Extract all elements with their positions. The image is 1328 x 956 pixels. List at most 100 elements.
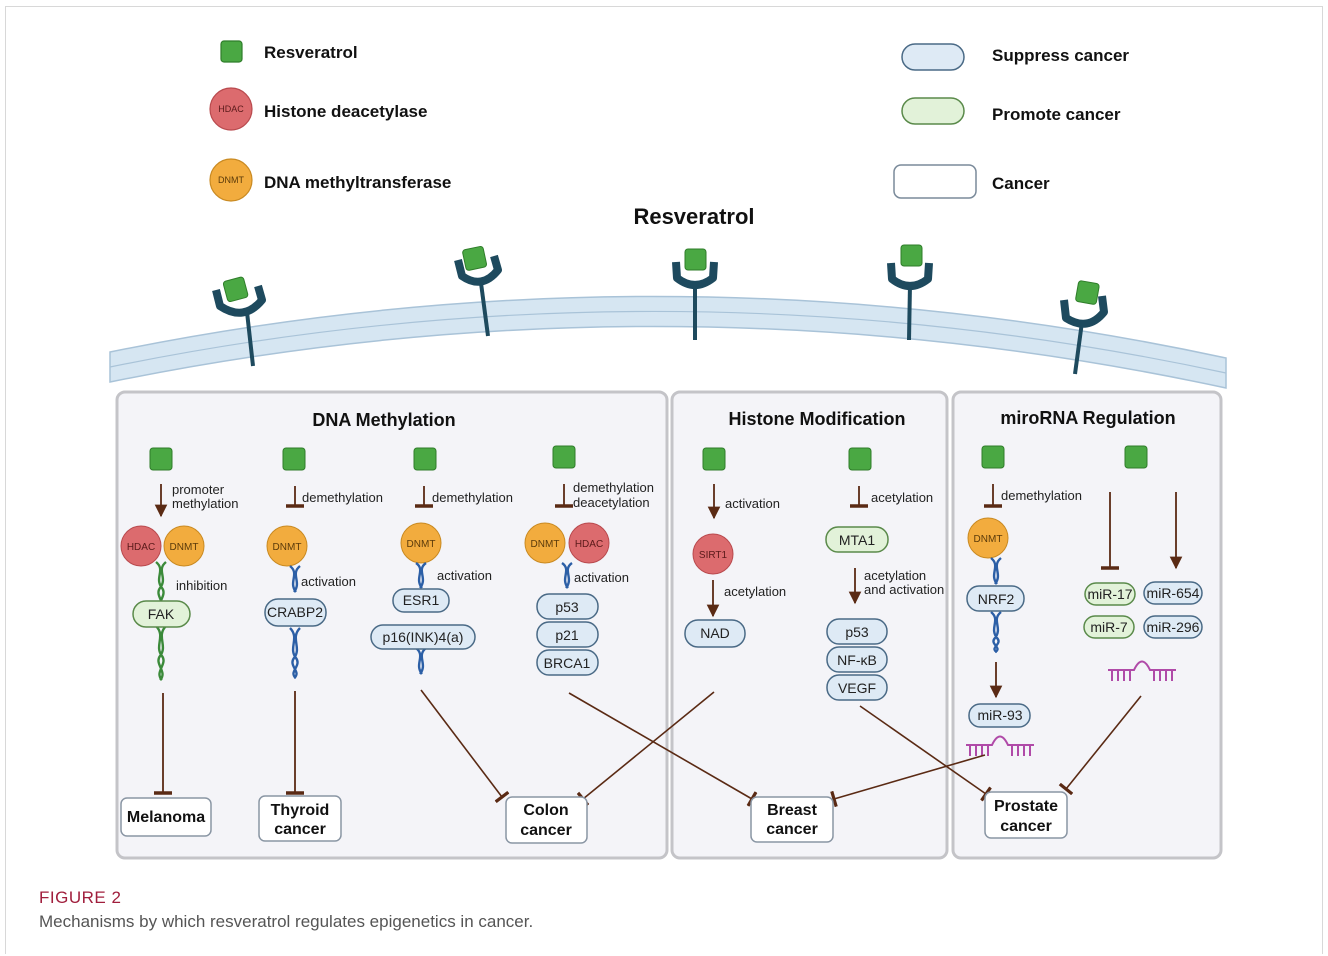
legend-suppress-swatch <box>901 43 965 71</box>
dna-strand <box>990 557 1002 585</box>
cancer-melanoma-label: Melanoma <box>127 809 205 826</box>
label-acetylation-activation: acetylation <box>864 568 926 583</box>
rna-hairpin-icon <box>966 735 1034 756</box>
resveratrol-on-receptor-2 <box>462 245 487 271</box>
resveratrol-icon <box>702 447 726 471</box>
legend-resveratrol-label: Resveratrol <box>264 43 358 62</box>
dnmt-symbol: DNMT <box>407 539 436 550</box>
dna-strand <box>561 562 573 589</box>
legend-promote-label: Promote cancer <box>992 105 1121 124</box>
figure-frame <box>5 6 1323 954</box>
cancer-melanoma <box>120 797 212 837</box>
receptor-1 <box>212 276 266 367</box>
dnmt-symbol: DNMT <box>531 539 560 550</box>
dna-strand <box>415 562 427 589</box>
panel-title-mirna-regulation: miroRNA Regulation <box>1000 408 1175 428</box>
pathway-mir-cluster: miR-17 miR-654 miR-7 miR-296 <box>1083 445 1203 681</box>
gene-esr1 <box>392 588 450 613</box>
pathway-sirt1-nad: activation SIRT1 acetylation NAD <box>684 447 786 648</box>
legend-dnmt-label: DNA methyltransferase <box>264 173 451 192</box>
dna-strand <box>289 565 301 593</box>
gene-mir654 <box>1143 581 1203 605</box>
gene-p53 <box>826 618 888 645</box>
cancer-breast-line1: Breast <box>767 802 817 819</box>
cancer-thyroid-line2: cancer <box>274 821 326 838</box>
dna-strand <box>155 625 167 681</box>
panel-title-histone-modification: Histone Modification <box>729 409 906 429</box>
resveratrol-icon <box>413 447 437 471</box>
cancer-colon-line2: cancer <box>520 822 572 839</box>
sirt1-icon <box>692 533 734 575</box>
cell-membrane <box>109 295 1227 389</box>
hdac-icon <box>568 522 610 564</box>
label-demethylation: demethylation <box>1001 488 1082 503</box>
cancer-thyroid-line1: Thyroid <box>271 802 330 819</box>
legend-suppress-label: Suppress cancer <box>992 46 1129 65</box>
gene-mir93 <box>968 703 1031 728</box>
dnmt-icon <box>524 522 566 564</box>
sirt1-symbol: SIRT1 <box>699 550 728 561</box>
label-demethylation: demethylation <box>432 490 513 505</box>
figure-label: FIGURE 2 <box>39 888 122 907</box>
rna-hairpin-icon <box>1108 660 1176 681</box>
gene-nrf2-label: NRF2 <box>978 591 1015 607</box>
dnmt-symbol: DNMT <box>273 542 302 553</box>
cancer-boxes: Melanoma Thyroid cancer Colon cancer Bre… <box>120 791 1068 844</box>
gene-p53 <box>536 593 599 620</box>
gene-fak-label: FAK <box>148 606 175 622</box>
gene-brca1 <box>536 649 599 676</box>
resveratrol-icon <box>149 447 173 471</box>
gene-crabp2-label: CRABP2 <box>267 604 323 620</box>
label-demethylation: demethylation <box>302 490 383 505</box>
cancer-breast <box>750 796 834 843</box>
dnmt-icon <box>967 517 1009 559</box>
resveratrol-on-receptor-4 <box>900 244 923 267</box>
gene-mta1-label: MTA1 <box>839 532 876 548</box>
resveratrol-icon <box>981 445 1005 469</box>
receptor-5 <box>1060 280 1108 375</box>
gene-mir93-label: miR-93 <box>977 707 1022 723</box>
pathway-mta1: acetylation MTA1 acetylation and activat… <box>825 447 944 701</box>
resveratrol-icon <box>282 447 306 471</box>
gene-p21 <box>536 621 599 648</box>
legend-promote-swatch <box>901 97 965 125</box>
gene-mir654-label: miR-654 <box>1147 585 1200 601</box>
cancer-colon-line1: Colon <box>523 802 568 819</box>
cancer-prostate <box>984 791 1068 839</box>
gene-p16 <box>370 624 476 650</box>
gene-mir17 <box>1084 582 1136 606</box>
inhibition-connectors <box>420 689 1142 808</box>
gene-esr1-label: ESR1 <box>403 592 440 608</box>
label-activation: activation <box>437 568 492 583</box>
hdac-icon <box>120 525 162 567</box>
gene-nrf2 <box>966 585 1025 612</box>
gene-nfkb <box>826 646 888 673</box>
dna-strand <box>990 611 1002 654</box>
dnmt-icon <box>266 525 308 567</box>
legend-cancer-label: Cancer <box>992 174 1050 193</box>
pathway-thyroid: demethylation DNMT activation CRABP2 <box>264 447 383 795</box>
nad-label: NAD <box>700 625 730 641</box>
label-activation: activation <box>725 496 780 511</box>
gene-mta1 <box>825 526 889 553</box>
label-activation: activation <box>574 570 629 585</box>
nad-box <box>684 619 746 648</box>
gene-mir17-label: miR-17 <box>1087 586 1132 602</box>
legend-cancer-swatch <box>893 164 977 199</box>
receptor-4 <box>887 244 933 341</box>
gene-vegf-label: VEGF <box>838 680 876 696</box>
dnmt-icon <box>163 525 205 567</box>
diagram-title: Resveratrol <box>633 204 754 229</box>
label-acetylation: acetylation <box>871 490 933 505</box>
legend-dnmt-symbol: DNMT <box>218 175 244 185</box>
cancer-thyroid <box>258 795 342 842</box>
gene-mir7-label: miR-7 <box>1090 619 1128 635</box>
receptor-2 <box>454 245 502 337</box>
dna-strand <box>415 647 427 675</box>
label-deacetylation: deacetylation <box>573 495 650 510</box>
dnmt-symbol: DNMT <box>170 542 199 553</box>
legend: Resveratrol HDAC Histone deacetylase DNM… <box>209 40 1129 202</box>
resveratrol-on-receptor-3 <box>684 248 707 271</box>
gene-p16-label: p16(INK)4(a) <box>383 629 464 645</box>
gene-p21-label: p21 <box>555 627 579 643</box>
